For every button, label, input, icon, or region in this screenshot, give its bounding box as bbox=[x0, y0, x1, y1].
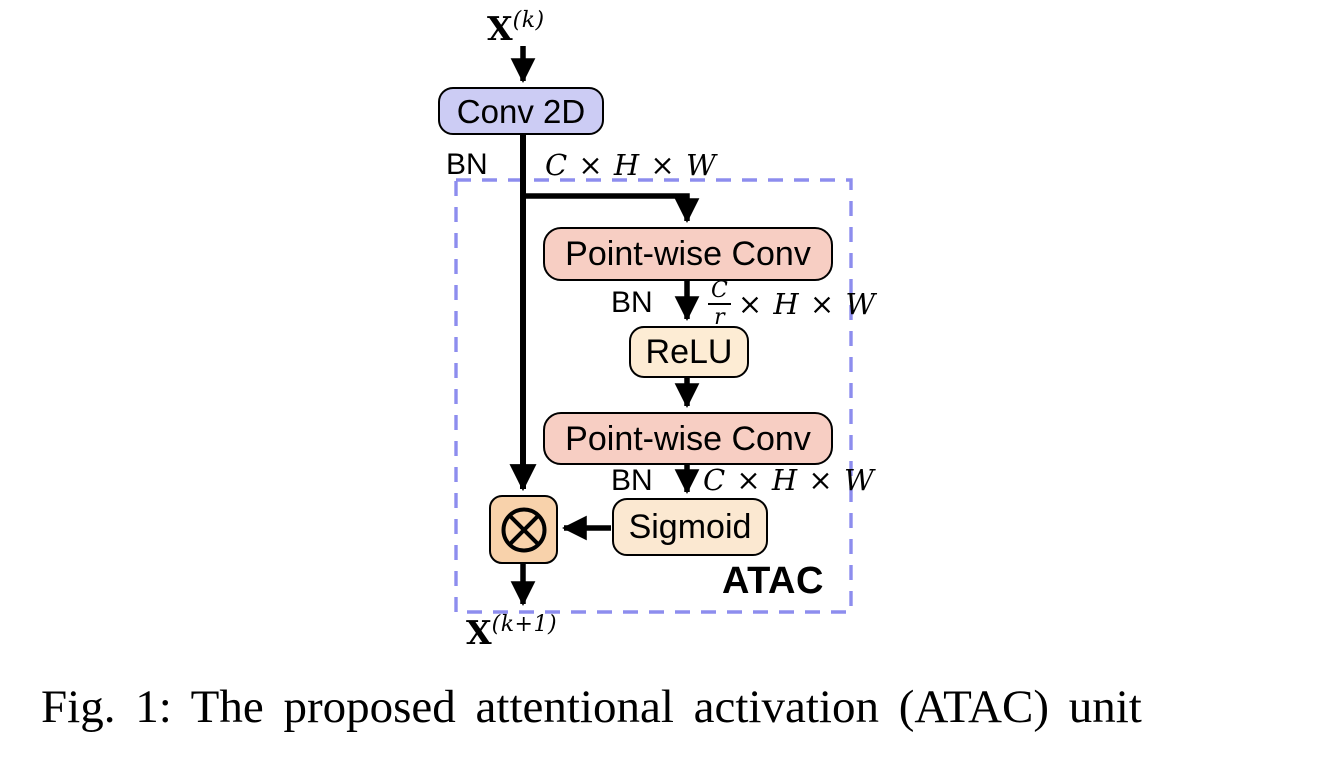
node-pointwise-conv-1-label: Point-wise Conv bbox=[565, 235, 811, 273]
output-tensor-base: X bbox=[466, 613, 492, 652]
input-tensor-base: X bbox=[487, 9, 513, 48]
output-tensor-label: X(k+1) bbox=[466, 613, 557, 652]
bn-label-bottom: BN bbox=[611, 464, 653, 497]
node-pointwise-conv-2: Point-wise Conv bbox=[543, 412, 833, 465]
node-sigmoid: Sigmoid bbox=[612, 498, 768, 556]
fraction-denominator: r bbox=[714, 305, 725, 331]
bn-label-top: BN bbox=[446, 148, 488, 181]
circled-times-icon bbox=[501, 507, 546, 552]
input-tensor-label: X(k) bbox=[487, 9, 545, 48]
node-relu: ReLU bbox=[629, 326, 749, 378]
dims-label-bottom: C × H × W bbox=[703, 463, 875, 497]
node-sigmoid-label: Sigmoid bbox=[628, 508, 752, 546]
figure-caption: Fig. 1: The proposed attentional activat… bbox=[41, 681, 1142, 733]
dims-label-top: C × H × W bbox=[545, 148, 717, 182]
node-pointwise-conv-1: Point-wise Conv bbox=[543, 227, 833, 281]
arrow-branch-to-pointwise1 bbox=[523, 193, 700, 223]
bn-label-mid: BN bbox=[611, 286, 653, 319]
node-multiply bbox=[489, 495, 558, 564]
node-pointwise-conv-2-label: Point-wise Conv bbox=[565, 419, 811, 458]
output-tensor-superscript: (k+1) bbox=[491, 612, 558, 637]
dims-mid-rest: × H × W bbox=[737, 286, 877, 321]
node-conv2d: Conv 2D bbox=[438, 87, 604, 135]
input-tensor-superscript: (k) bbox=[512, 8, 545, 33]
atac-dashed-boundary bbox=[454, 178, 853, 614]
node-relu-label: ReLU bbox=[645, 333, 733, 371]
node-conv2d-label: Conv 2D bbox=[456, 92, 586, 130]
fraction-numerator: C bbox=[708, 279, 731, 306]
atac-unit-label: ATAC bbox=[722, 560, 824, 602]
